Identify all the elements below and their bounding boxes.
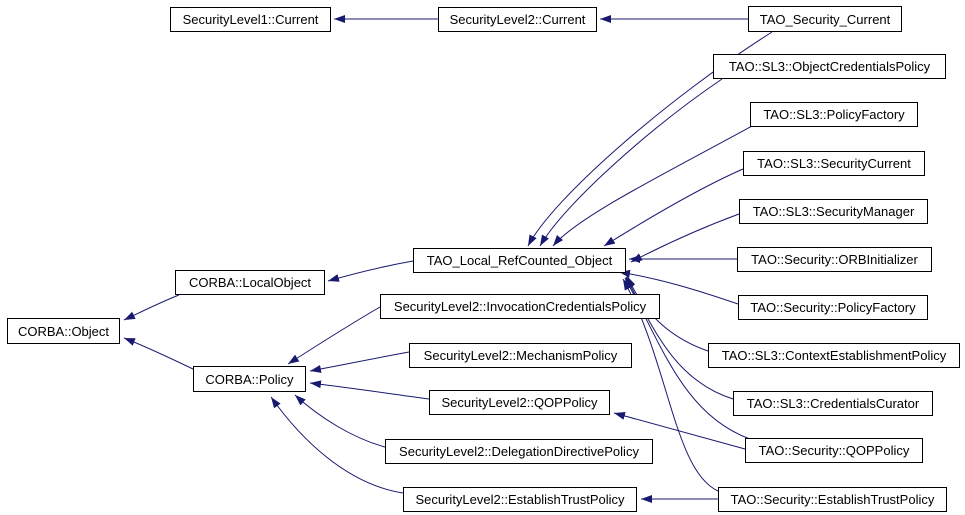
class-node-label: TAO_Security_Current [759, 11, 891, 27]
class-node-label: TAO::SL3::ObjectCredentialsPolicy [728, 59, 931, 74]
class-node-label: TAO::SL3::SecurityManager [752, 204, 915, 219]
class-node-corba-localobject[interactable]: CORBA::LocalObject [175, 270, 325, 295]
class-node-label: TAO::SL3::CredentialsCurator [746, 396, 920, 411]
class-node-corba-object[interactable]: CORBA::Object [7, 318, 120, 344]
class-node-label: SecurityLevel2::EstablishTrustPolicy [415, 492, 625, 507]
class-node-sl2-invocation[interactable]: SecurityLevel2::InvocationCredentialsPol… [380, 294, 660, 319]
class-node-sl2-current[interactable]: SecurityLevel2::Current [438, 7, 597, 32]
class-node-label: TAO::Security::PolicyFactory [750, 300, 916, 315]
class-node-label: TAO::SL3::PolicyFactory [763, 107, 905, 122]
class-node-label: CORBA::LocalObject [188, 275, 312, 290]
class-node-sl3-securitycurrent[interactable]: TAO::SL3::SecurityCurrent [743, 151, 925, 176]
class-node-sl2-mechanism[interactable]: SecurityLevel2::MechanismPolicy [409, 343, 632, 368]
class-node-sl3-objectcredentials[interactable]: TAO::SL3::ObjectCredentialsPolicy [713, 54, 946, 79]
class-node-label: SecurityLevel2::Current [449, 12, 586, 27]
class-node-label: SecurityLevel2::MechanismPolicy [423, 348, 618, 363]
class-node-label: SecurityLevel1::Current [182, 12, 319, 27]
class-node-sl3-policyfactory[interactable]: TAO::SL3::PolicyFactory [750, 102, 918, 127]
class-node-label: TAO::SL3::ContextEstablishmentPolicy [721, 348, 947, 363]
class-node-sl2-establishtrust[interactable]: SecurityLevel2::EstablishTrustPolicy [403, 487, 637, 512]
class-node-sl3-credentialscurator[interactable]: TAO::SL3::CredentialsCurator [733, 391, 933, 416]
class-node-sl3-contextestablishment[interactable]: TAO::SL3::ContextEstablishmentPolicy [708, 343, 960, 368]
class-node-sec-qop[interactable]: TAO::Security::QOPPolicy [745, 438, 923, 463]
class-node-label: TAO::Security::QOPPolicy [758, 443, 910, 458]
class-node-corba-policy[interactable]: CORBA::Policy [193, 366, 306, 392]
class-node-label: CORBA::Object [17, 323, 110, 339]
class-node-tao-security-current[interactable]: TAO_Security_Current [748, 6, 902, 32]
class-node-sl3-securitymanager[interactable]: TAO::SL3::SecurityManager [739, 199, 928, 224]
class-node-sl1-current[interactable]: SecurityLevel1::Current [170, 7, 331, 32]
class-node-sl2-qop[interactable]: SecurityLevel2::QOPPolicy [429, 390, 610, 415]
class-node-sec-establishtrust[interactable]: TAO::Security::EstablishTrustPolicy [718, 487, 947, 512]
class-node-label: TAO::SL3::SecurityCurrent [757, 156, 911, 171]
class-node-label: TAO_Local_RefCounted_Object [426, 253, 613, 268]
class-node-sec-orbinitializer[interactable]: TAO::Security::ORBInitializer [737, 247, 932, 272]
class-node-label: CORBA::Policy [205, 371, 294, 387]
class-node-tao-local-refcounted[interactable]: TAO_Local_RefCounted_Object [413, 248, 626, 273]
class-node-label: TAO::Security::EstablishTrustPolicy [730, 492, 935, 507]
class-node-sl2-delegation[interactable]: SecurityLevel2::DelegationDirectivePolic… [385, 439, 653, 464]
class-node-sec-policyfactory[interactable]: TAO::Security::PolicyFactory [738, 295, 928, 320]
class-node-label: TAO::Security::ORBInitializer [751, 252, 918, 267]
class-node-label: SecurityLevel2::QOPPolicy [441, 395, 598, 410]
class-node-label: SecurityLevel2::DelegationDirectivePolic… [399, 444, 639, 459]
class-node-label: SecurityLevel2::InvocationCredentialsPol… [393, 299, 647, 314]
